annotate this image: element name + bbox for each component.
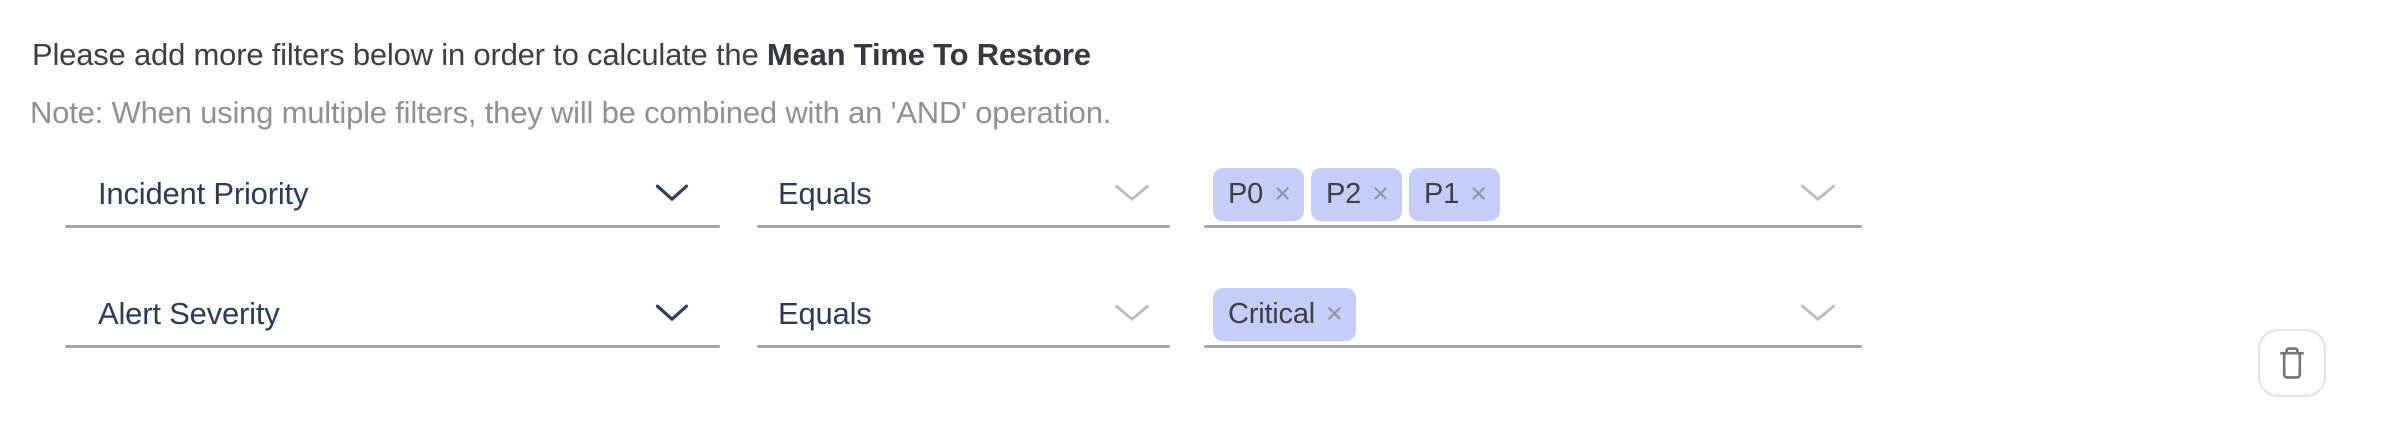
attribute-select[interactable]: Incident Priority xyxy=(65,160,720,228)
value-tag-label: P2 xyxy=(1326,177,1362,210)
note-text: Note: When using multiple filters, they … xyxy=(30,95,1112,130)
filter-row: Incident Priority Equals P0 × P2 × xyxy=(0,160,2408,397)
trash-icon xyxy=(2280,347,2304,379)
remove-tag-icon[interactable]: × xyxy=(1372,177,1390,210)
remove-tag-icon[interactable]: × xyxy=(1470,177,1488,210)
attribute-select-value: Alert Severity xyxy=(98,296,280,331)
delete-filter-button[interactable] xyxy=(2258,329,2326,397)
chevron-down-icon xyxy=(1801,184,1835,201)
field-underline xyxy=(757,225,1170,228)
value-tag: P1 × xyxy=(1409,167,1501,221)
field-underline xyxy=(1204,225,1862,228)
chevron-down-icon xyxy=(1801,304,1835,321)
chevron-down-icon xyxy=(1115,304,1149,321)
value-tag-label: P0 xyxy=(1228,177,1264,210)
field-underline xyxy=(65,345,720,348)
remove-tag-icon[interactable]: × xyxy=(1274,177,1292,210)
chevron-down-icon xyxy=(655,184,689,201)
values-multiselect[interactable]: P0 × P2 × P1 × xyxy=(1204,160,1862,228)
operator-select[interactable]: Equals xyxy=(757,280,1170,348)
selected-values: Critical × xyxy=(1204,287,1356,341)
value-tag: Critical × xyxy=(1213,287,1356,341)
operator-select-value: Equals xyxy=(778,296,872,331)
operator-select[interactable]: Equals xyxy=(757,160,1170,228)
field-underline xyxy=(65,225,720,228)
value-tag-label: P1 xyxy=(1424,177,1460,210)
value-tag: P0 × xyxy=(1213,167,1305,221)
chevron-down-icon xyxy=(655,304,689,321)
remove-tag-icon[interactable]: × xyxy=(1326,297,1343,330)
selected-values: P0 × P2 × P1 × xyxy=(1204,167,1501,221)
header-text: Please add more filters below in order t… xyxy=(32,36,1091,74)
chevron-down-icon xyxy=(1115,184,1149,201)
filter-row: Alert Severity Equals Critical × xyxy=(0,280,2408,400)
attribute-select-value: Incident Priority xyxy=(98,176,309,211)
attribute-select[interactable]: Alert Severity xyxy=(65,280,720,348)
value-tag: P2 × xyxy=(1311,167,1403,221)
operator-select-value: Equals xyxy=(778,176,872,211)
field-underline xyxy=(757,345,1170,348)
metric-name: Mean Time To Restore xyxy=(766,37,1091,72)
field-underline xyxy=(1204,345,1862,348)
values-multiselect[interactable]: Critical × xyxy=(1204,280,1862,348)
header-intro: Please add more filters below in order t… xyxy=(32,37,767,72)
value-tag-label: Critical xyxy=(1228,297,1316,330)
